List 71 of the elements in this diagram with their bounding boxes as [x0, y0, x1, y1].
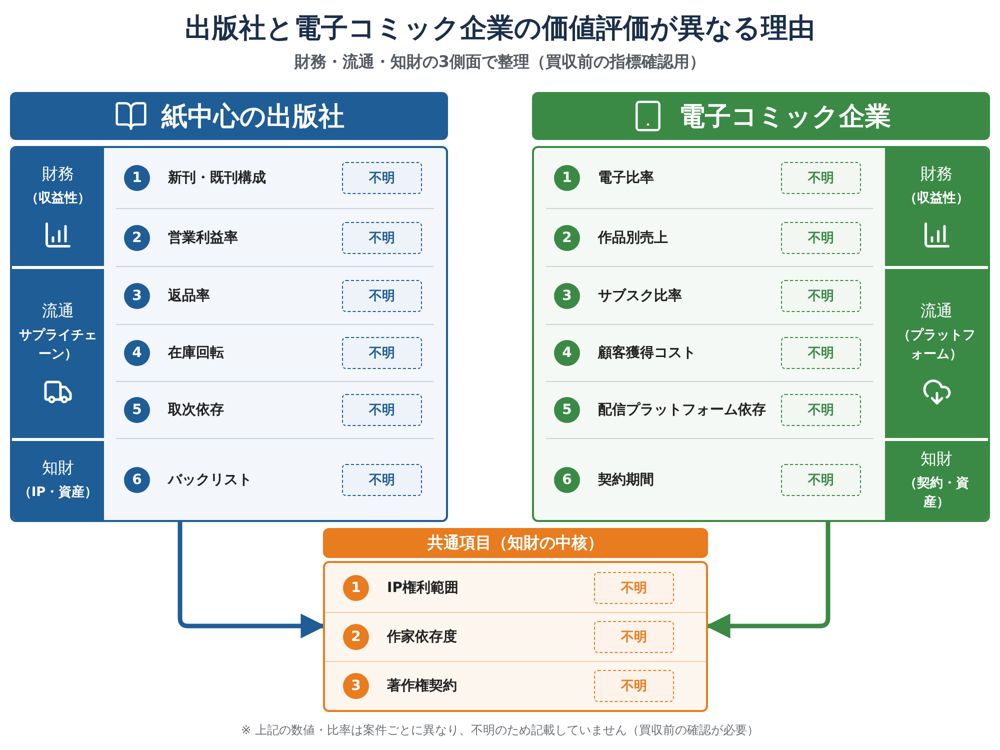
- arrow: [706, 522, 830, 638]
- category-subtitle: （収益性）: [26, 190, 90, 208]
- category-subtitle: （プラットフォーム）: [896, 326, 976, 364]
- item-name: 取次依存: [168, 401, 225, 419]
- number-badge: 2: [124, 224, 150, 250]
- number-badge: 6: [124, 466, 150, 492]
- category-band: [885, 148, 988, 266]
- status-box: 不明: [342, 394, 422, 426]
- number-badge: 3: [343, 673, 369, 699]
- category-title: 財務: [920, 164, 952, 185]
- category-subtitle: （契約・資産）: [903, 474, 970, 512]
- status-box: 不明: [342, 464, 422, 496]
- status-box: 不明: [781, 394, 861, 426]
- status-box: 不明: [594, 670, 674, 702]
- item-name: 電子比率: [598, 169, 655, 187]
- item-name: 営業利益率: [168, 228, 239, 246]
- status-box: 不明: [781, 162, 861, 194]
- category-subtitle: （収益性）: [904, 190, 969, 208]
- status-box: 不明: [342, 280, 422, 312]
- panel-title: 共通項目（知財の中核）: [428, 532, 604, 554]
- item-name: 返品率: [168, 286, 211, 304]
- number-badge: 3: [554, 282, 580, 308]
- number-badge: 2: [554, 224, 580, 250]
- subtitle: 財務・流通・知財の3側面で整理（買収前の指標確認用）: [293, 52, 707, 73]
- panel-title: 電子コミック企業: [679, 100, 891, 134]
- category-title: 流通: [920, 300, 952, 322]
- category-title: 知財: [42, 458, 74, 480]
- status-box: 不明: [342, 162, 422, 194]
- item-name: IP権利範囲: [387, 578, 460, 596]
- category-subtitle: （IP・資産）: [18, 484, 98, 502]
- category-band: [12, 438, 104, 520]
- category-title: 知財: [920, 448, 952, 470]
- category-title: 財務: [42, 164, 74, 185]
- number-badge: 4: [124, 340, 150, 366]
- status-box: 不明: [781, 337, 861, 369]
- panel-title: 紙中心の出版社: [162, 100, 344, 134]
- item-name: 顧客獲得コスト: [598, 344, 697, 362]
- category-subtitle: サプライチェーン）: [18, 326, 98, 364]
- item-name: 新刊・既刊構成: [168, 169, 267, 187]
- category-title: 流通: [42, 300, 74, 322]
- status-box: 不明: [342, 337, 422, 369]
- number-badge: 6: [554, 466, 580, 492]
- status-box: 不明: [781, 280, 861, 312]
- item-name: 在庫回転: [168, 344, 225, 362]
- item-name: サブスク比率: [598, 286, 683, 304]
- item-name: 配信プラットフォーム依存: [598, 401, 767, 419]
- footnote: ※ 上記の数値・比率は案件ごとに異なり、不明のため記載していません（買収前の確認が必要）: [240, 722, 760, 739]
- number-badge: 5: [554, 397, 580, 423]
- number-badge: 1: [554, 165, 580, 191]
- number-badge: 2: [343, 624, 369, 650]
- item-name: 作品別売上: [598, 228, 669, 246]
- item-name: 作家依存度: [387, 628, 458, 646]
- number-badge: 1: [343, 574, 369, 600]
- number-badge: 1: [124, 165, 150, 191]
- diagram-title: 出版社と電子コミック企業の価値評価が異なる理由: [184, 12, 816, 46]
- number-badge: 3: [124, 282, 150, 308]
- item-name: 著作権契約: [387, 677, 458, 695]
- category-band: [885, 438, 988, 520]
- status-box: 不明: [342, 222, 422, 254]
- item-name: バックリスト: [168, 470, 253, 488]
- arrow: [178, 522, 326, 638]
- status-box: 不明: [594, 621, 674, 653]
- number-badge: 5: [124, 397, 150, 423]
- category-band: [12, 266, 104, 438]
- status-box: 不明: [594, 572, 674, 604]
- status-box: 不明: [781, 464, 861, 496]
- category-band: [12, 148, 104, 266]
- status-box: 不明: [781, 222, 861, 254]
- category-band: [885, 266, 988, 438]
- number-badge: 4: [554, 340, 580, 366]
- item-name: 契約期間: [598, 470, 655, 488]
